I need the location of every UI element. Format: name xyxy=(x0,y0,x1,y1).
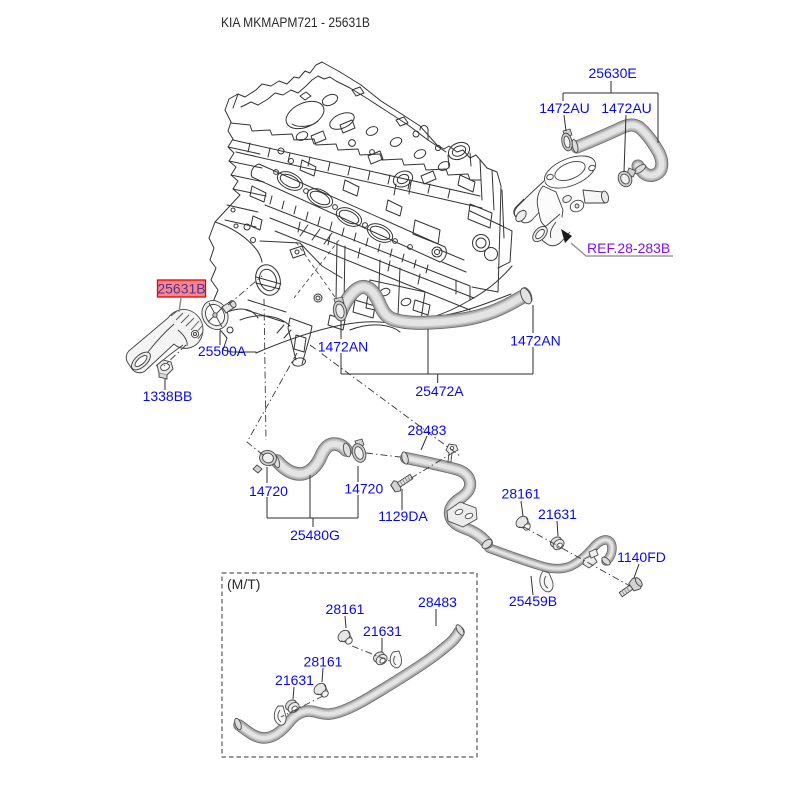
svg-text:REF.28-283B: REF.28-283B xyxy=(587,240,670,256)
svg-text:1129DA: 1129DA xyxy=(378,508,428,524)
svg-text:25500A: 25500A xyxy=(198,343,247,359)
svg-text:25480G: 25480G xyxy=(290,527,340,543)
svg-text:1472AU: 1472AU xyxy=(601,100,652,116)
svg-text:KIA MKMAPM721 - 25631B: KIA MKMAPM721 - 25631B xyxy=(221,14,370,30)
svg-text:21631: 21631 xyxy=(363,623,402,639)
svg-text:21631: 21631 xyxy=(275,672,314,688)
svg-text:1472AU: 1472AU xyxy=(539,100,590,116)
svg-text:21631: 21631 xyxy=(538,506,577,522)
svg-text:28483: 28483 xyxy=(418,594,457,610)
svg-text:(M/T): (M/T) xyxy=(227,576,260,592)
svg-text:28483: 28483 xyxy=(408,422,447,438)
svg-text:25472A: 25472A xyxy=(415,383,464,399)
svg-text:14720: 14720 xyxy=(249,483,288,499)
svg-text:14720: 14720 xyxy=(344,480,383,496)
svg-text:1472AN: 1472AN xyxy=(318,339,369,355)
svg-text:1472AN: 1472AN xyxy=(510,333,561,349)
svg-text:1338BB: 1338BB xyxy=(143,388,193,404)
svg-text:1140FD: 1140FD xyxy=(617,549,666,565)
svg-text:25631B: 25631B xyxy=(157,281,205,297)
svg-text:28161: 28161 xyxy=(304,654,343,670)
svg-text:28161: 28161 xyxy=(326,601,365,617)
svg-text:25630E: 25630E xyxy=(588,65,636,81)
svg-text:28161: 28161 xyxy=(502,486,541,502)
svg-text:25459B: 25459B xyxy=(509,593,557,609)
